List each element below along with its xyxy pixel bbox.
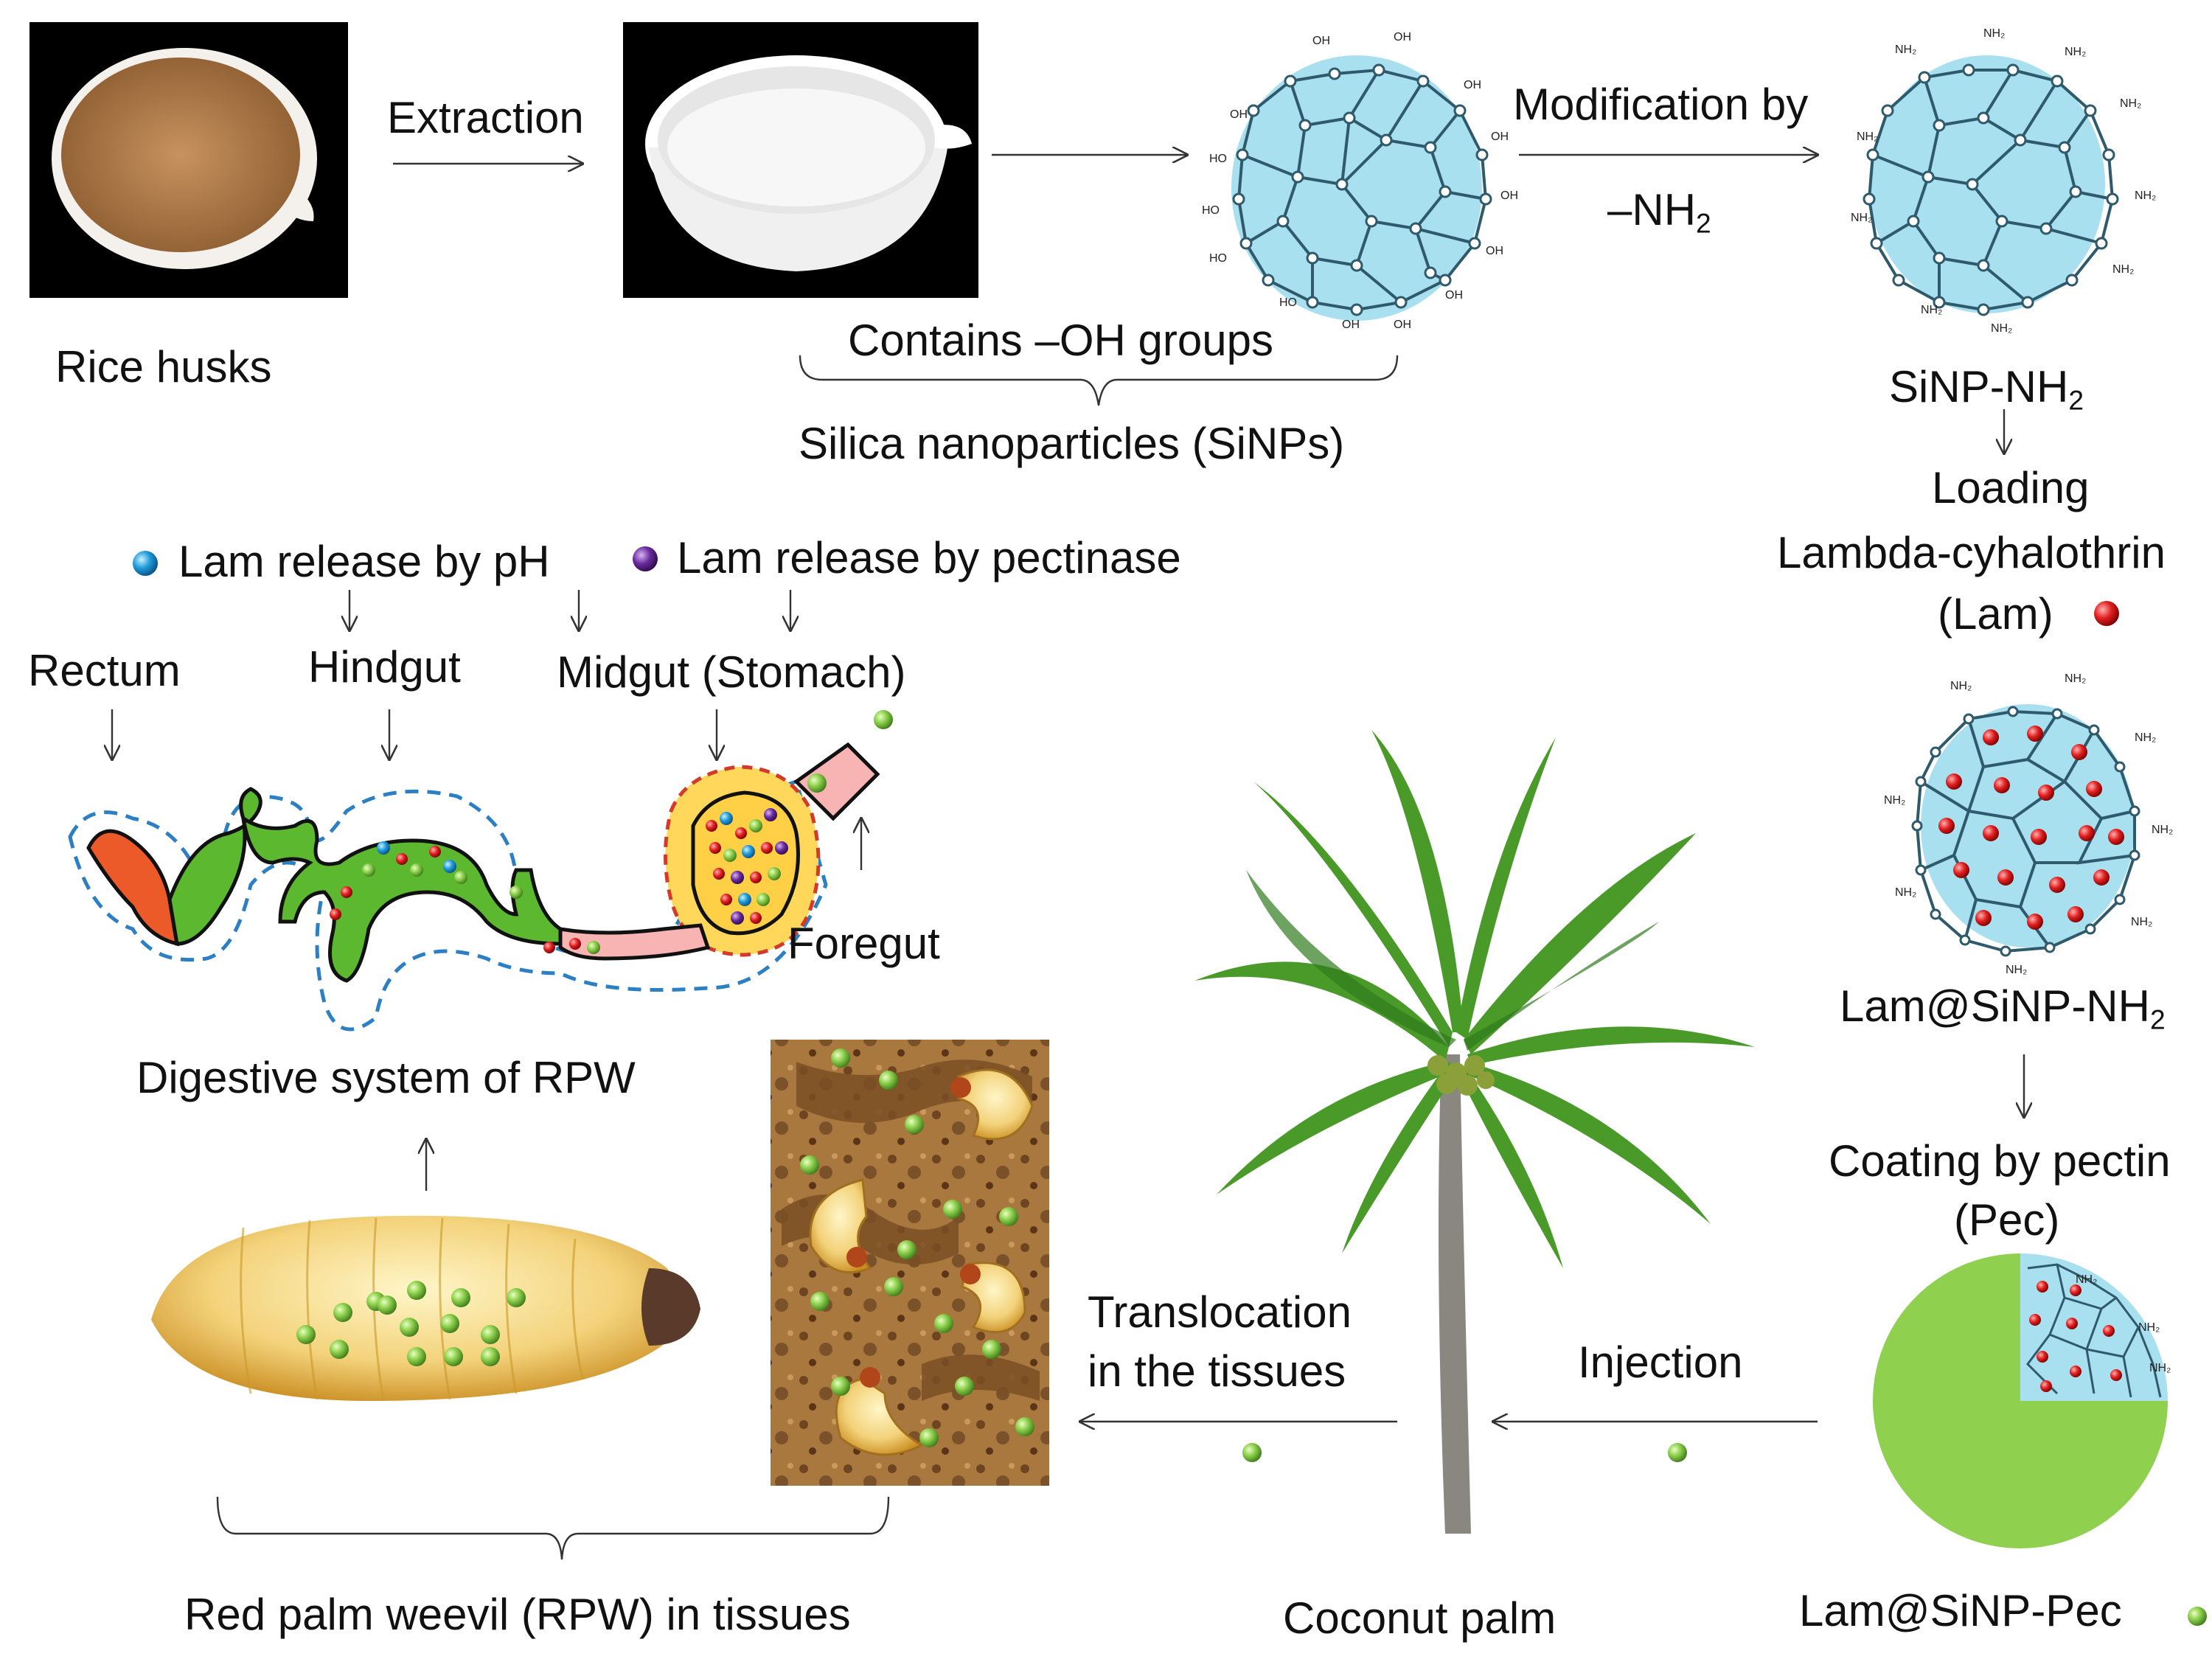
silica-powder-photo [623, 22, 978, 298]
nh2-label: NH₂ [2138, 1321, 2160, 1334]
nh2-label: NH₂ [2065, 672, 2086, 685]
oh-label: OH [1342, 319, 1360, 331]
larva-3 [960, 1262, 1026, 1334]
larva-2 [809, 1178, 872, 1274]
label-contains-oh: Contains –OH groups [848, 316, 1273, 365]
lam-sinp-nh2-particle [1911, 704, 2140, 957]
ho-label: HO [1202, 204, 1220, 217]
label-sinp-nh2-subscript: 2 [2068, 384, 2084, 416]
label-rpw-tissues: Red palm weevil (RPW) in tissues [184, 1590, 851, 1639]
ho-label: HO [1209, 252, 1227, 265]
nh2-label: NH₂ [1851, 212, 1872, 224]
sinp-nh2-particle [1863, 55, 2119, 316]
label-coating: Coating by pectin [1829, 1136, 2171, 1186]
label-lambda-cyhalothrin: Lambda-cyhalothrin [1777, 528, 2166, 577]
label-coconut-palm: Coconut palm [1283, 1593, 1557, 1643]
label-injection: Injection [1578, 1338, 1743, 1387]
ho-label: HO [1209, 153, 1227, 165]
oh-label: OH [1500, 189, 1518, 202]
nh2-label: NH₂ [2149, 1362, 2171, 1374]
larva-4 [835, 1367, 925, 1456]
nh2-label: NH₂ [2006, 964, 2027, 976]
label-lam: (Lam) [1938, 589, 2053, 639]
oh-label: OH [1312, 35, 1330, 47]
label-translocation-2: in the tissues [1088, 1346, 1346, 1396]
rpw-larva-illustration [151, 1215, 700, 1402]
label-nh2: –NH2 [1607, 188, 1711, 237]
label-sinp-nh2-text: SiNP-NH [1889, 362, 2069, 411]
nh2-label: NH₂ [1950, 680, 1972, 692]
label-midgut: Midgut (Stomach) [557, 647, 906, 697]
label-foregut: Foregut [787, 919, 940, 968]
oh-label: OH [1464, 79, 1481, 91]
nh2-label: NH₂ [1983, 27, 2005, 40]
oh-label: OH [1486, 245, 1503, 257]
nh2-label: NH₂ [2076, 1273, 2097, 1286]
oh-label: OH [1445, 289, 1463, 302]
label-translocation-1: Translocation [1088, 1287, 1352, 1337]
nh2-label: NH₂ [2135, 189, 2156, 202]
digestive-system-illustration [68, 742, 880, 1032]
nh2-label: NH₂ [2065, 46, 2086, 58]
nh2-label: NH₂ [1884, 794, 1905, 807]
brace-rpw [216, 1496, 890, 1560]
label-sinps: Silica nanoparticles (SiNPs) [799, 419, 1345, 468]
rpw-tissue-illustration [771, 1040, 1049, 1486]
ho-label: HO [1279, 296, 1297, 309]
legend-release-ph: Lam release by pH [178, 537, 550, 586]
label-nh2-subscript: 2 [1696, 207, 1711, 239]
oh-label: OH [1394, 319, 1411, 331]
nh2-label: NH₂ [1991, 322, 2012, 335]
nh2-label: NH₂ [1857, 131, 1878, 143]
label-modification-by: Modification by [1513, 80, 1809, 129]
coconut-palm-illustration [1194, 730, 1755, 1534]
nh2-label: NH₂ [2112, 263, 2134, 276]
label-rectum: Rectum [28, 646, 181, 695]
legend-ph-dot [133, 551, 158, 576]
legend-release-pectinase: Lam release by pectinase [677, 533, 1181, 582]
oh-label: OH [1394, 31, 1411, 44]
nh2-label: NH₂ [1895, 886, 1916, 899]
legend-pectinase-dot [633, 546, 658, 571]
label-rice-husks: Rice husks [55, 342, 272, 392]
brace-sinps [799, 355, 1399, 406]
label-lam-sinp-pec: Lam@SiNP-Pec [1799, 1586, 2122, 1635]
nh2-label: NH₂ [1921, 304, 1942, 316]
larva-1 [950, 1068, 1034, 1141]
nh2-label: NH₂ [2152, 824, 2173, 836]
label-lam-sinp-nh2-text: Lam@SiNP-NH [1840, 981, 2150, 1031]
label-loading: Loading [1932, 463, 2090, 512]
label-extraction: Extraction [387, 93, 584, 142]
nh2-label: NH₂ [2135, 731, 2156, 744]
label-nh2-text: –NH [1607, 185, 1697, 234]
label-pec: (Pec) [1954, 1195, 2060, 1245]
nh2-label: NH₂ [2131, 916, 2152, 928]
label-digestive-system: Digestive system of RPW [136, 1053, 636, 1102]
nh2-label: NH₂ [2120, 97, 2141, 110]
oh-label: OH [1230, 108, 1248, 121]
label-sinp-nh2: SiNP-NH2 [1889, 365, 2084, 414]
oh-label: OH [1491, 131, 1509, 143]
sinp-oh-particle [1231, 55, 1492, 321]
label-lam-sinp-nh2: Lam@SiNP-NH2 [1840, 984, 2166, 1034]
label-lam-sinp-nh2-subscript: 2 [2149, 1004, 2166, 1035]
lam-sinp-pec-particle [1873, 1253, 2168, 1548]
nh2-label: NH₂ [1895, 44, 1916, 56]
lam-marker [2094, 601, 2119, 626]
rice-husk-photo [29, 22, 348, 298]
label-hindgut: Hindgut [308, 642, 461, 692]
